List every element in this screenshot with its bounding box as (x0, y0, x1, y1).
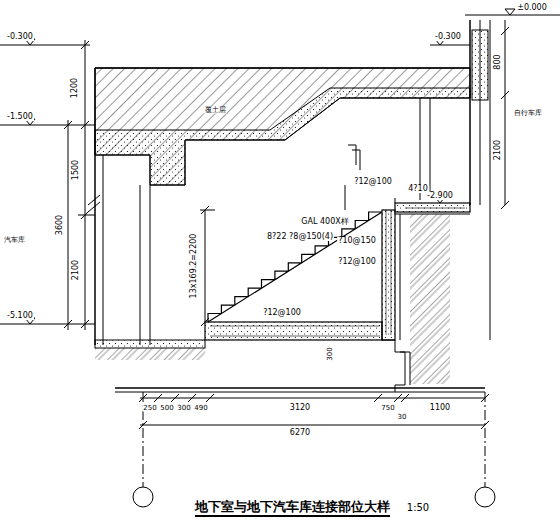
drawing-label: ?12@100 (353, 178, 393, 186)
drawing-label: 3120 (289, 404, 311, 412)
drawing-label: 300 (176, 405, 191, 412)
dim-tick (206, 394, 214, 402)
drawing-label: -1.500 (6, 113, 34, 121)
drawing-label: -0.300 (434, 33, 462, 41)
drawing-label: 750 (380, 405, 395, 412)
drawing-label: -0.300 (6, 33, 34, 41)
stair-flight (208, 212, 382, 322)
drawing-label: GAL 400X样 (300, 218, 349, 226)
drawing-label: ?12@100 (262, 309, 302, 317)
dim-tick (171, 394, 179, 402)
drawing-label: 800 (494, 53, 502, 70)
dim-tick (401, 394, 409, 402)
drawing-label: -2.900 (426, 192, 454, 200)
drawing-label: 490 (193, 405, 208, 412)
drawing-label: 1200 (71, 77, 79, 99)
drawing-label: 1500 (72, 159, 80, 181)
drawing-label: 300 (327, 346, 334, 361)
drawing-label: ?12@100 (337, 258, 377, 266)
dim-tick (188, 394, 196, 402)
drawing-label: 1100 (429, 404, 451, 412)
drawing-label: ?10@150 (337, 237, 377, 245)
drawing-label: 2100 (72, 259, 80, 281)
drawing-title: 地下室与地下汽车库连接部位大样 (195, 500, 390, 517)
drawing-label: 2100 (494, 139, 502, 161)
drawing-label: 13x169.2=2200 (190, 233, 198, 300)
drawing-label: 6270 (289, 429, 311, 437)
drawing-label: 自行车库 (513, 110, 543, 117)
drawing-label: -5.100 (6, 312, 34, 320)
drawing-label: 8?22 ?8@150(4) (266, 233, 334, 241)
drawing-label: 500 (159, 405, 174, 412)
drawing-label: 汽车库 (3, 237, 26, 244)
drawing-label: 3600 (56, 214, 64, 236)
drawing-label: ±0.000 (516, 4, 548, 12)
dim-tick (374, 394, 382, 402)
dim-tick (394, 394, 402, 402)
drawing-label: 覆土层 (204, 107, 227, 114)
drawing-label: 250 (142, 405, 157, 412)
drawing-label: 1:50 (406, 503, 430, 513)
drawing-label: 30 (397, 414, 408, 421)
dim-tick (154, 394, 162, 402)
